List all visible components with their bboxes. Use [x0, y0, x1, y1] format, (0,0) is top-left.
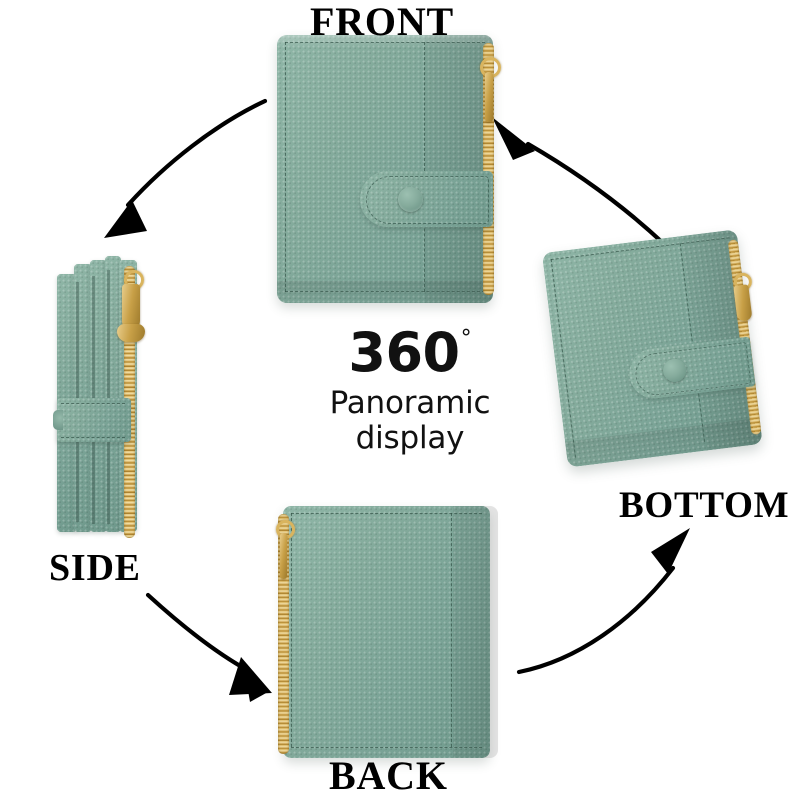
- back-zipper-track: [278, 514, 289, 754]
- back-top-stitch: [291, 513, 482, 514]
- front-zipper-pull-icon: [478, 57, 501, 129]
- label-front: FRONT: [310, 0, 454, 44]
- arrow-front-to-side: [104, 98, 268, 238]
- side-zipper-pull-icon: [114, 270, 148, 358]
- wallet-view-front: [277, 35, 505, 303]
- front-flap-stitch: [366, 176, 489, 224]
- front-right-side-panel: [425, 35, 493, 303]
- back-panel-seam: [451, 513, 452, 747]
- wallet-view-side: [53, 252, 167, 542]
- degree-symbol-icon: °: [460, 326, 472, 351]
- panoramic-caption: 360 ° Panoramic display: [300, 326, 520, 455]
- caption-line-1: Panoramic: [329, 385, 491, 421]
- arrow-bottom-to-front: [492, 117, 666, 246]
- side-strap-stitch: [61, 403, 125, 438]
- front-left-stitch: [285, 42, 286, 292]
- front-leather-body: [277, 35, 493, 303]
- front-top-highlight: [277, 35, 493, 47]
- back-leather-body: [283, 506, 498, 758]
- caption-line-2: display: [355, 419, 465, 456]
- label-side: SIDE: [49, 547, 141, 589]
- back-zipper-pull-icon: [273, 520, 295, 588]
- front-bottom-fold: [277, 281, 493, 303]
- front-panel-seam: [424, 42, 425, 292]
- wallet-view-back: [273, 506, 498, 758]
- side-fold-4: [105, 256, 121, 532]
- front-snap-button: [398, 187, 423, 212]
- side-fold-3: [90, 260, 107, 532]
- bottom-left-stitch: [550, 259, 577, 458]
- caption-360-number: 360: [348, 321, 460, 384]
- back-bottom-stitch: [291, 747, 482, 748]
- caption-subtitle: Panoramic display: [300, 386, 520, 455]
- wallet-view-bottom: [541, 225, 800, 482]
- label-back: BACK: [329, 753, 448, 798]
- side-gap-3: [107, 270, 110, 524]
- bottom-base-fold: [565, 417, 763, 468]
- front-bottom-stitch: [285, 291, 485, 292]
- front-zipper-track: [483, 43, 494, 295]
- front-snap-flap: [360, 171, 493, 227]
- arrow-back-to-bottom: [516, 528, 690, 675]
- back-right-side-panel: [453, 506, 498, 758]
- label-bottom: BOTTOM: [619, 485, 790, 526]
- side-snap-button-edge: [53, 410, 63, 430]
- back-left-stitch: [291, 513, 292, 747]
- caption-360-row: 360 °: [300, 326, 520, 380]
- arrow-side-to-back: [145, 592, 272, 702]
- side-snap-strap: [57, 398, 131, 442]
- front-top-stitch: [285, 42, 485, 43]
